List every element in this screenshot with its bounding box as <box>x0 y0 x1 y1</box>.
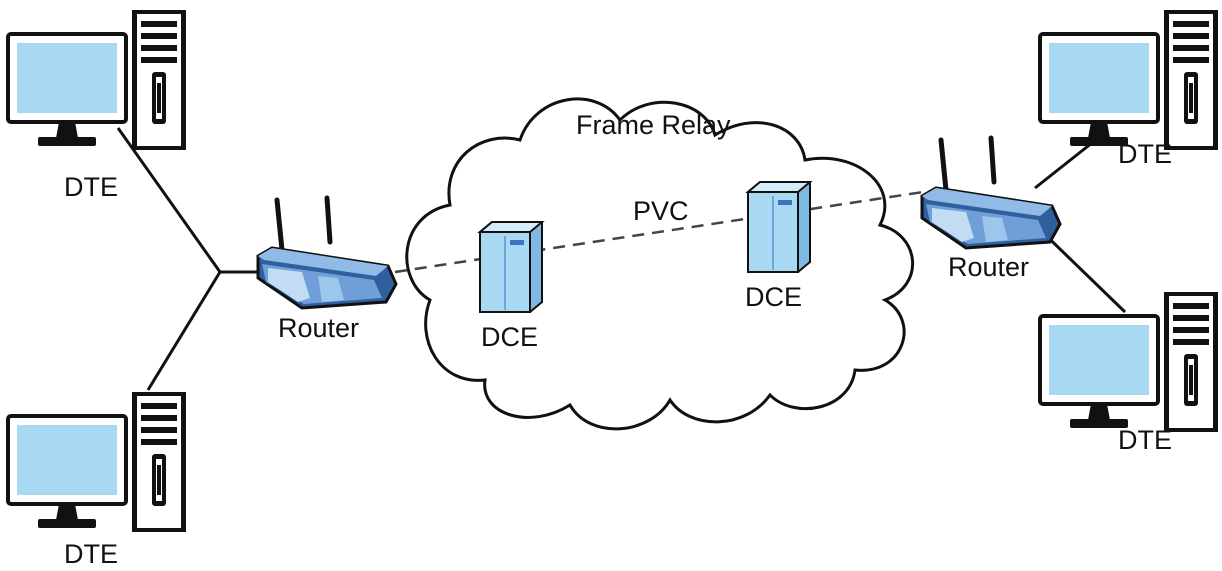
dte-bottom-left <box>6 390 188 534</box>
pvc-label: PVC <box>633 196 689 226</box>
dte-label-bottom-left: DTE <box>64 539 118 569</box>
router-left <box>258 198 396 308</box>
dte-label-bottom-right: DTE <box>1118 425 1172 455</box>
dte-label-top-left: DTE <box>64 172 118 202</box>
dce-right <box>747 181 811 273</box>
router-label-left: Router <box>278 313 359 343</box>
dte-label-top-right: DTE <box>1118 139 1172 169</box>
dce-label-right: DCE <box>745 282 802 312</box>
router-label-right: Router <box>948 252 1029 282</box>
router-right <box>922 138 1060 248</box>
dte-bottom-right <box>1038 290 1220 434</box>
dce-left <box>479 221 543 313</box>
dte-top-left <box>6 8 188 152</box>
cloud-label: Frame Relay <box>576 110 731 140</box>
dce-label-left: DCE <box>481 322 538 352</box>
dte-top-right <box>1038 8 1220 152</box>
left-links <box>116 127 262 391</box>
